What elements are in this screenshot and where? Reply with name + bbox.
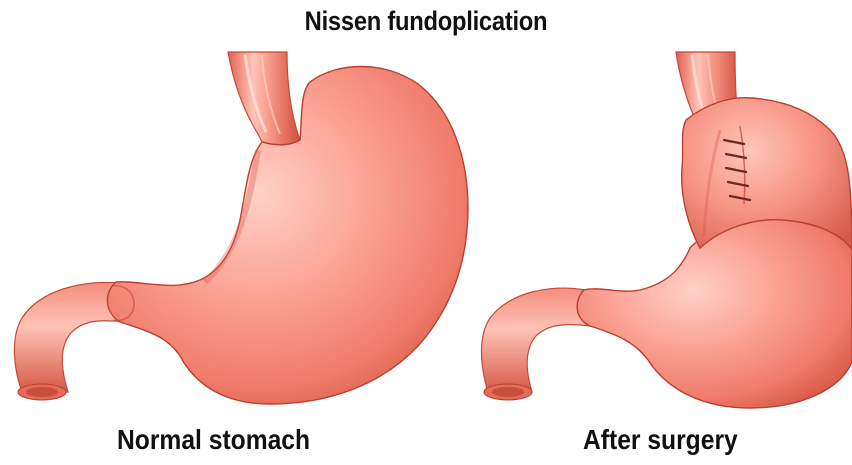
stomach-body-right (577, 218, 852, 408)
after-surgery-stomach (482, 52, 852, 408)
normal-stomach (14, 52, 468, 404)
label-normal-stomach: Normal stomach (117, 424, 310, 456)
label-after-surgery: After surgery (583, 424, 738, 456)
duodenum-right (482, 288, 591, 392)
